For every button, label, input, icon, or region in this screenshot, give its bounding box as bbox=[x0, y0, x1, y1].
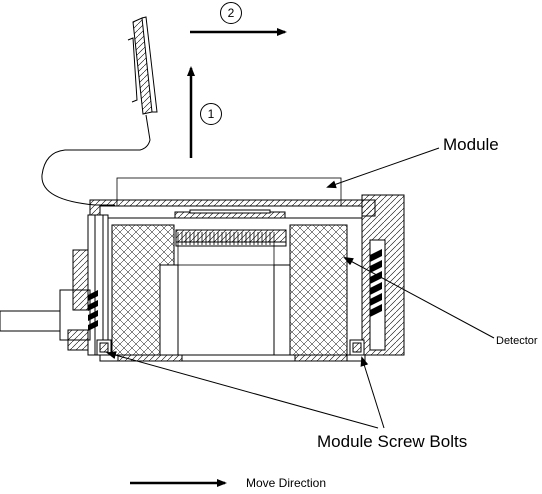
module-label: Module bbox=[443, 135, 499, 154]
gasket-stripes bbox=[88, 249, 382, 331]
center-cavity bbox=[177, 232, 275, 358]
removed-module bbox=[41, 16, 158, 206]
leader-bolt-right bbox=[360, 356, 385, 429]
step-arrows bbox=[187, 28, 287, 158]
detector-block bbox=[111, 224, 348, 356]
module-screw-bolts-label: Module Screw Bolts bbox=[317, 432, 468, 451]
step-1-badge: 1 bbox=[200, 103, 222, 125]
move-direction-label: Move Direction bbox=[246, 476, 327, 490]
left-connector bbox=[0, 249, 91, 351]
detector-label: Detector bbox=[496, 335, 538, 347]
leader-lines bbox=[106, 147, 495, 429]
bottom-plate bbox=[99, 354, 366, 362]
housing bbox=[87, 194, 405, 356]
leader-detector bbox=[343, 257, 495, 339]
leader-module bbox=[326, 147, 440, 189]
screw-bolt-left bbox=[96, 339, 112, 356]
screw-bolt-right bbox=[349, 339, 365, 356]
leader-bolt-left bbox=[106, 351, 379, 429]
step-2-badge: 2 bbox=[220, 2, 242, 24]
